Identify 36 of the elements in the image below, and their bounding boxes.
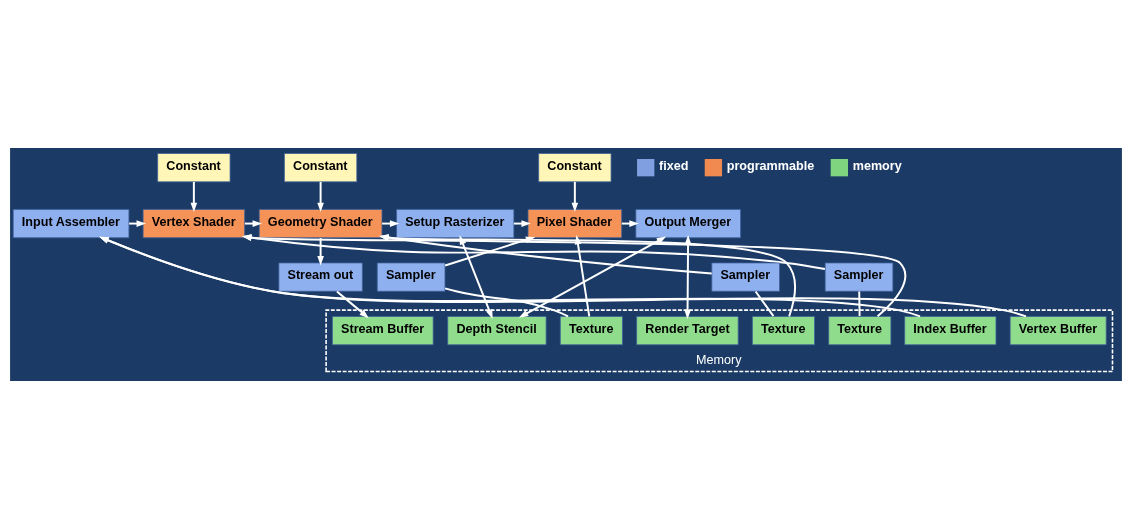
node-box: Index Buffer: [904, 316, 997, 346]
node-box: Texture: [559, 316, 623, 346]
node-box: Sampler: [824, 262, 894, 292]
arrow: [190, 180, 198, 213]
node-box: Setup Rasterizer: [396, 209, 515, 239]
arrow: [571, 180, 579, 213]
arrow: [317, 237, 324, 266]
node-box: Input Assembler: [12, 209, 130, 239]
node-box: Texture: [751, 316, 815, 346]
node-box: Geometry Shader: [258, 209, 383, 239]
arrow: [243, 220, 263, 227]
arrow: [335, 290, 369, 319]
node-box: Stream Buffer: [332, 316, 434, 346]
node-box: Sampler: [711, 262, 780, 292]
node-box: Texture: [828, 316, 892, 346]
connector: [444, 287, 570, 318]
node-box: Constant: [157, 153, 231, 183]
node-box: Depth Stencil: [447, 316, 547, 346]
legend-label: programmable: [726, 158, 815, 173]
arrow: [317, 180, 324, 213]
connector: [754, 290, 775, 318]
node-box: Pixel Shader: [527, 209, 623, 239]
arrow: [381, 220, 400, 227]
node-box: Constant: [538, 153, 612, 183]
legend-label: memory: [852, 158, 902, 173]
arrow: [128, 220, 146, 227]
node-box: Vertex Buffer: [1009, 316, 1107, 346]
node-box: Constant: [284, 153, 358, 183]
arrow: [574, 235, 591, 318]
node-box: Stream out: [278, 262, 363, 292]
node-box: Output Merger: [635, 209, 741, 239]
connector: [858, 290, 861, 318]
node-box: Render Target: [636, 316, 739, 346]
node-box: Vertex Shader: [142, 209, 246, 239]
legend-label: fixed: [659, 158, 689, 173]
node-box: Sampler: [376, 262, 446, 292]
